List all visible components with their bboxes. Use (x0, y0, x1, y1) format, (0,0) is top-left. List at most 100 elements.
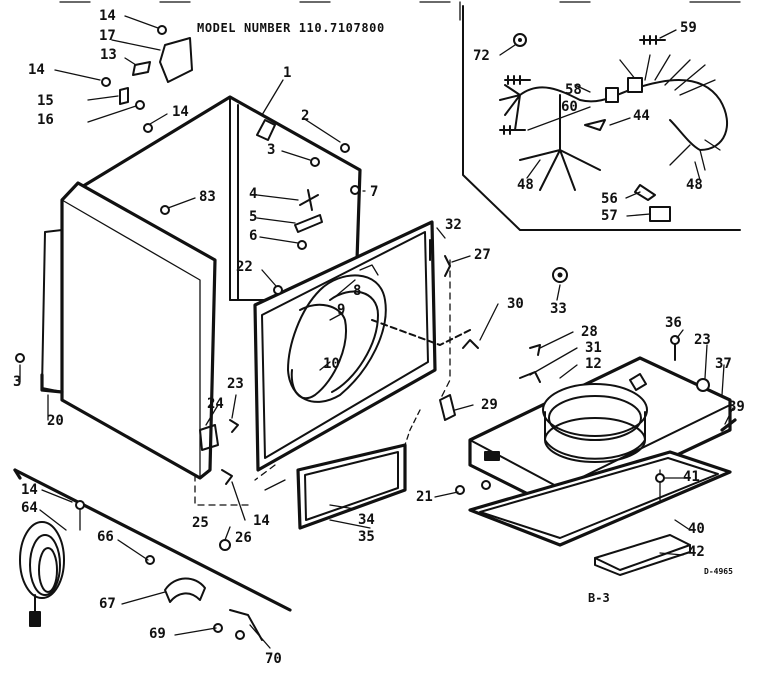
callout-6: 6 (249, 228, 258, 244)
drawing-code: D-4965 (704, 567, 733, 576)
callout-27: 27 (474, 247, 491, 263)
callout-14: 14 (253, 513, 270, 529)
callout-24: 24 (207, 396, 224, 412)
callout-69: 69 (149, 626, 166, 642)
drum-collar (544, 411, 646, 460)
callout-72: 72 (473, 48, 490, 64)
screw-66 (145, 555, 155, 565)
callout-5: 5 (249, 209, 258, 225)
callout-14: 14 (172, 104, 189, 120)
model-number-header: MODEL NUMBER 110.7107800 (197, 21, 385, 35)
screw-14-top (157, 25, 167, 35)
clip-top (629, 373, 647, 391)
callout-20: 20 (47, 413, 64, 429)
callout-25: 25 (192, 515, 209, 531)
callout-41: 41 (683, 469, 700, 485)
callout-10: 10 (323, 356, 340, 372)
part-30 (462, 339, 479, 349)
callout-42: 42 (688, 544, 705, 560)
screw-6 (297, 240, 307, 250)
clip-44 (584, 119, 606, 131)
callout-32: 32 (445, 217, 462, 233)
callout-13: 13 (100, 47, 117, 63)
callout-57: 57 (601, 208, 618, 224)
screw-14-mid (101, 77, 111, 87)
switch-29 (439, 394, 456, 421)
callout-14: 14 (21, 482, 38, 498)
plug (29, 611, 41, 627)
part-25 (219, 539, 231, 551)
harness-branch (519, 94, 601, 191)
wire-harness-inset (462, 5, 741, 231)
door-seal-10 (290, 303, 347, 400)
cabinet-top-rear (78, 95, 362, 262)
door-inner-panel (594, 534, 691, 576)
callout-64: 64 (21, 500, 38, 516)
part-39 (720, 418, 737, 432)
drum-opening-ring (542, 383, 648, 437)
part-41 (655, 473, 665, 483)
clip-4 (299, 189, 319, 211)
callout-37: 37 (715, 356, 732, 372)
screw-22 (273, 285, 283, 295)
callout-21: 21 (416, 489, 433, 505)
connector-block (627, 77, 643, 93)
callout-59: 59 (680, 20, 697, 36)
cord-coil-64 (19, 521, 65, 599)
callout-58: 58 (565, 82, 582, 98)
callout-2: 2 (301, 108, 310, 124)
part-8-9 (359, 264, 379, 276)
callout-34: 34 (358, 512, 375, 528)
part-24 (199, 424, 219, 451)
cabinet-frame (78, 95, 362, 301)
callout-66: 66 (97, 529, 114, 545)
callout-22: 22 (236, 259, 253, 275)
callout-35: 35 (358, 529, 375, 545)
clip-13 (132, 61, 151, 76)
clip-56 (634, 184, 656, 201)
screw-2 (340, 143, 350, 153)
terminal-58 (504, 75, 531, 85)
part-15 (119, 87, 129, 105)
callout-28: 28 (581, 324, 598, 340)
callout-48: 48 (517, 177, 534, 193)
screw-28 (529, 344, 541, 356)
part-23-left (229, 419, 239, 433)
part-27 (444, 255, 451, 277)
terminal-59 (639, 35, 666, 45)
part-26 (221, 469, 233, 485)
callout-14: 14 (99, 8, 116, 24)
door-panel (468, 450, 732, 547)
callout-39: 39 (728, 399, 745, 415)
cabinet-rear-post (229, 96, 239, 301)
toe-panel (296, 409, 421, 530)
terminal-60 (499, 125, 526, 135)
bracket-17 (159, 37, 193, 83)
callout-29: 29 (481, 397, 498, 413)
callout-60: 60 (561, 99, 578, 115)
callout-70: 70 (265, 651, 282, 667)
part-23-right (696, 378, 710, 392)
callout-4: 4 (249, 186, 258, 202)
page-code: B-3 (588, 591, 610, 605)
screw-3 (310, 157, 320, 167)
side-flange-20 (41, 229, 63, 393)
pad-57 (649, 206, 671, 222)
callout-12: 12 (585, 356, 602, 372)
door-opening (287, 274, 387, 403)
top-panel-assembly (468, 356, 737, 512)
callout-9: 9 (337, 302, 346, 318)
callout-31: 31 (585, 340, 602, 356)
screw-14-bottom (75, 500, 85, 510)
callout-3: 3 (13, 374, 22, 390)
callout-3: 3 (267, 142, 276, 158)
callout-23: 23 (694, 332, 711, 348)
harness-loop-wire (629, 79, 729, 151)
callout-16: 16 (37, 112, 54, 128)
right-hardware (439, 267, 710, 495)
screw-35 (481, 480, 491, 490)
bracket-70 (229, 609, 263, 641)
screw-3-left (15, 353, 25, 363)
clip-31 (519, 371, 541, 383)
